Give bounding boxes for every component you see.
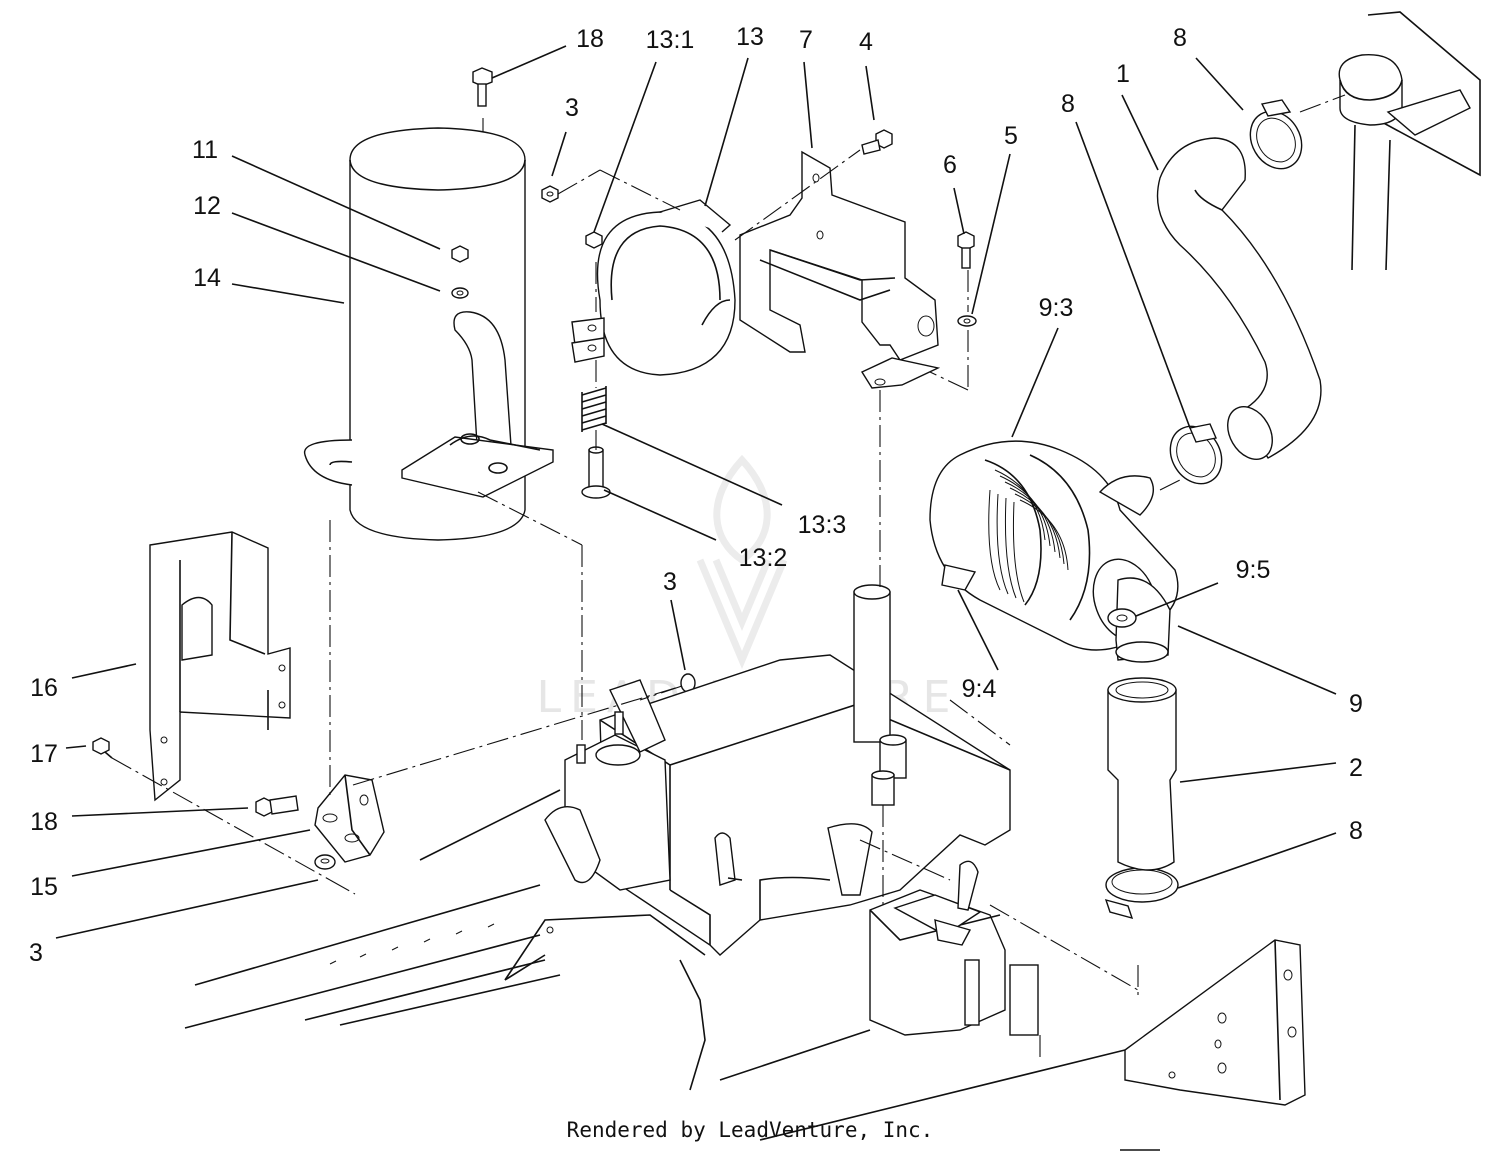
footer-credit: Rendered by LeadVenture, Inc. (566, 1118, 934, 1142)
part-8-clamp-mid (1169, 423, 1223, 485)
callout-17: 17 (30, 740, 58, 768)
callout-6: 6 (943, 151, 957, 179)
part-1-upper-hose (1156, 137, 1322, 460)
part-9-5-clamp (1107, 608, 1137, 628)
callout-3-bottom: 3 (29, 939, 43, 967)
callout-3-mid: 3 (663, 568, 677, 596)
part-11-nut (451, 245, 469, 263)
frame-rail (1124, 939, 1306, 1106)
part-13-3-spring (581, 386, 607, 432)
part-13-1-nut (585, 231, 603, 249)
callout-1: 1 (1116, 60, 1130, 88)
part-9-air-cleaner (929, 440, 1179, 663)
part-5-washer (957, 315, 977, 327)
frame-outline-lines (184, 789, 1160, 1151)
part-17-screw (92, 737, 113, 759)
callout-3-top: 3 (565, 94, 579, 122)
callout-8-mid: 8 (1061, 90, 1075, 118)
callout-13-3: 13:3 (798, 511, 847, 539)
part-18-bolt-bottom (255, 795, 299, 817)
engine-block (544, 654, 1011, 956)
part-9-4-valve (941, 564, 977, 591)
part-15-bracket (314, 774, 385, 863)
callout-labels: 18 13:1 13 7 4 8 1 8 3 6 5 11 12 14 9:3 … (29, 23, 1363, 967)
callout-16: 16 (30, 674, 58, 702)
part-4-bolt (861, 129, 893, 155)
alignment-lines (111, 94, 1346, 1060)
callout-13: 13 (736, 23, 764, 51)
callout-18-top: 18 (576, 25, 604, 53)
callout-8-bottom: 8 (1349, 817, 1363, 845)
part-13-clamp-band (571, 199, 736, 376)
callout-9-3: 9:3 (1039, 294, 1074, 322)
part-18-bolt-top (472, 67, 493, 107)
callout-14: 14 (193, 264, 221, 292)
part-14-muffler (303, 118, 554, 541)
part-8-clamp-top (1249, 99, 1303, 170)
callout-2: 2 (1349, 754, 1363, 782)
part-2-lower-hose (1107, 677, 1177, 871)
callout-9: 9 (1349, 690, 1363, 718)
callout-12: 12 (193, 192, 221, 220)
callout-11: 11 (192, 136, 218, 164)
callout-4: 4 (859, 28, 873, 56)
part-6-bolt (957, 231, 975, 269)
part-3-nut-bottom (314, 854, 336, 870)
part-3-nut-top (541, 185, 559, 203)
breather-tube (853, 584, 907, 806)
callout-5: 5 (1004, 122, 1018, 150)
part-16-heat-shield (149, 531, 291, 802)
callout-13-1: 13:1 (646, 26, 695, 54)
callout-15: 15 (30, 873, 58, 901)
callout-9-4: 9:4 (962, 675, 997, 703)
callout-leader-lines (55, 45, 1337, 939)
callout-9-5: 9:5 (1236, 556, 1271, 584)
callout-8-top: 8 (1173, 24, 1187, 52)
part-7-bracket (739, 150, 941, 389)
engine-shroud-outline (1338, 11, 1481, 271)
callout-18-bottom: 18 (30, 808, 58, 836)
callout-7: 7 (799, 26, 813, 54)
callout-13-2: 13:2 (739, 544, 788, 572)
carburetor-control (869, 860, 1039, 1036)
part-12-washer (451, 287, 469, 299)
part-8-clamp-bottom (1104, 867, 1179, 920)
